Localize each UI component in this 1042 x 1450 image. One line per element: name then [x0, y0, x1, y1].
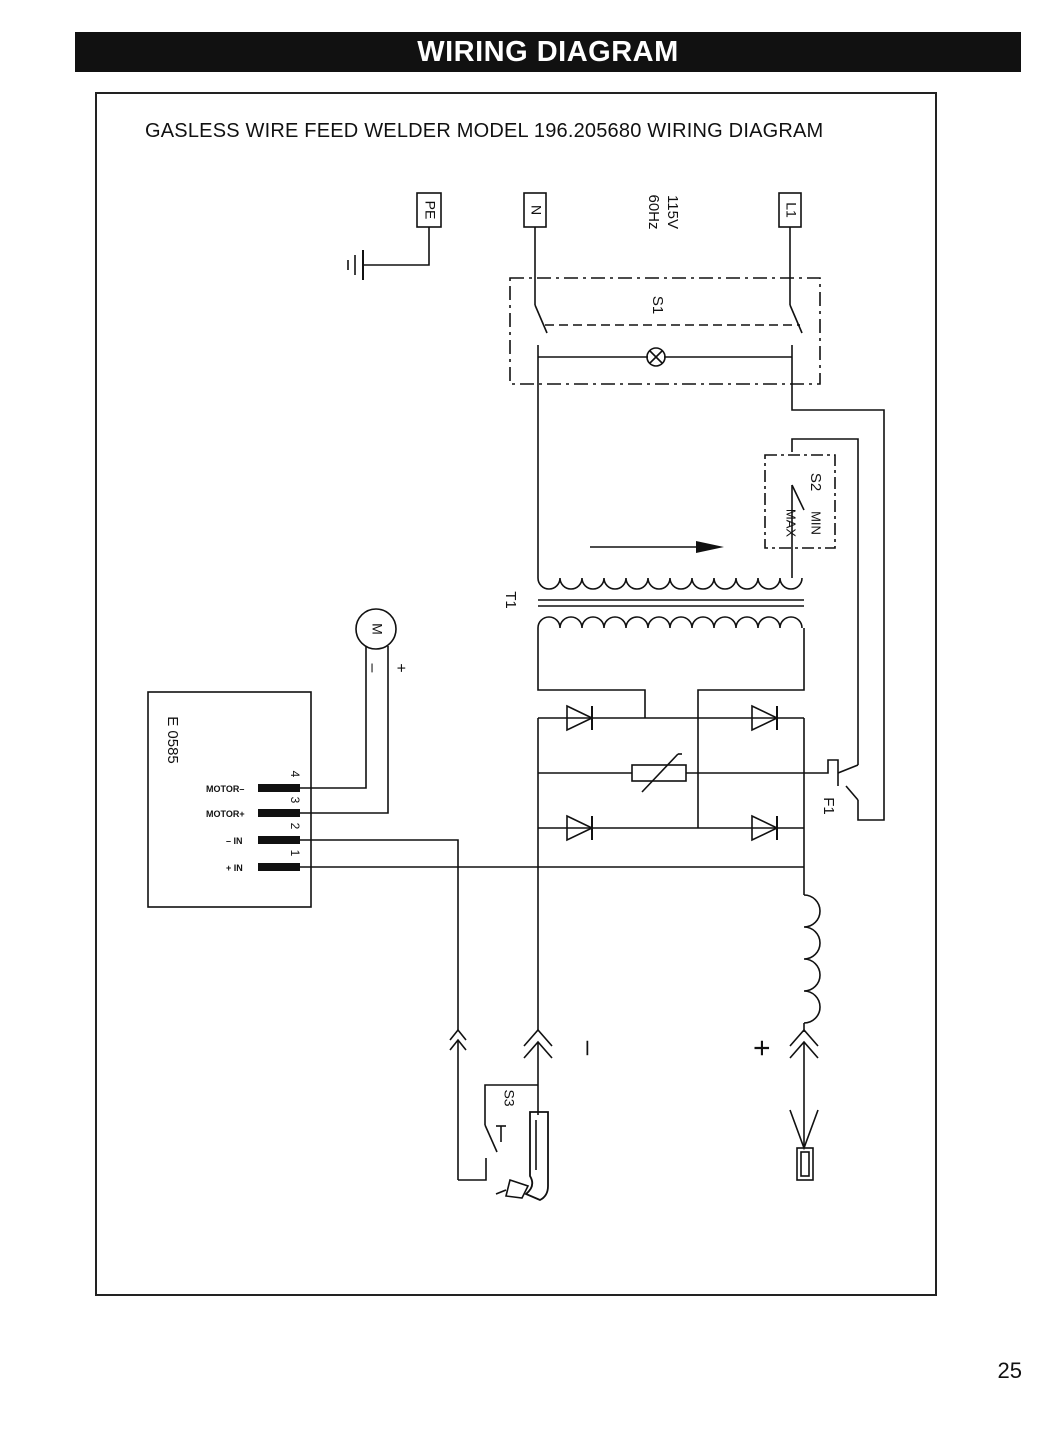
svg-text:F1: F1: [820, 797, 837, 815]
negative-polarity-label: –: [575, 1041, 605, 1056]
ground-clamp: [790, 1110, 818, 1180]
svg-text:T1: T1: [502, 591, 519, 609]
svg-text:3: 3: [288, 797, 302, 804]
svg-text:4: 4: [288, 771, 302, 778]
svg-text:MAX: MAX: [784, 509, 799, 538]
page-number: 25: [998, 1358, 1022, 1384]
l1-terminal: L1: [779, 193, 801, 227]
svg-text:E 0585: E 0585: [164, 716, 181, 764]
fuse-f1: F1: [804, 760, 858, 815]
supply-voltage: 115V: [664, 195, 681, 229]
negative-output-connector: [524, 1030, 552, 1115]
transformer-t1: T1: [502, 541, 804, 628]
svg-text:S1: S1: [649, 296, 666, 314]
svg-text:S2: S2: [807, 473, 824, 491]
svg-text:L1: L1: [783, 202, 799, 218]
svg-text:1: 1: [288, 850, 302, 857]
svg-text:S3: S3: [501, 1089, 517, 1106]
n-terminal: N: [524, 193, 546, 227]
torch-trigger-connector: [450, 1030, 466, 1180]
s1-switch: S1: [510, 227, 820, 384]
ground-symbol: [348, 250, 363, 280]
pe-terminal: PE: [363, 193, 441, 265]
rectifier-bridge: [538, 706, 804, 868]
output-inductor: [804, 895, 820, 1032]
positive-output-connector: [790, 1030, 818, 1120]
motor: M – +: [300, 609, 409, 813]
svg-text:MOTOR+: MOTOR+: [206, 809, 245, 819]
supply-frequency: 60Hz: [645, 194, 662, 229]
svg-text:M: M: [369, 623, 385, 635]
controller-e0585: E 0585 MOTOR– MOTOR+ – IN + IN 4 3 2 1: [148, 692, 804, 1030]
welding-torch: S3: [458, 1085, 548, 1200]
svg-text:MOTOR–: MOTOR–: [206, 784, 244, 794]
svg-text:+: +: [392, 663, 409, 672]
svg-text:N: N: [528, 205, 544, 215]
svg-text:MIN: MIN: [809, 511, 824, 535]
positive-polarity-label: +: [745, 1039, 778, 1057]
svg-text:PE: PE: [422, 201, 438, 220]
svg-text:2: 2: [288, 823, 302, 830]
s2-switch: S2 MIN MAX: [765, 439, 858, 765]
svg-text:+ IN: + IN: [226, 863, 243, 873]
svg-text:– IN: – IN: [226, 836, 243, 846]
